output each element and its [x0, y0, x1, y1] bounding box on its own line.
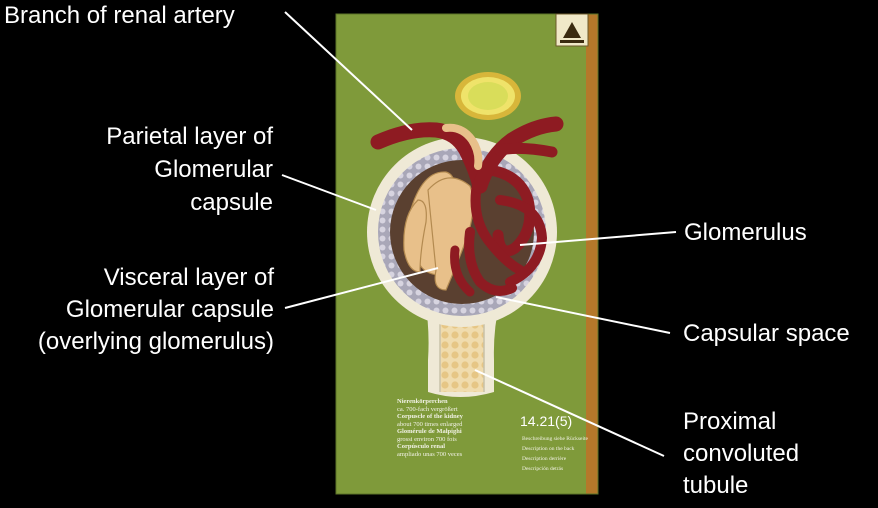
leader-lines — [281, 11, 677, 457]
model-code: 14.21(5) — [520, 413, 573, 429]
plaque-de-sub: ca. 700-fach vergrößert — [397, 405, 458, 413]
label-glomerulus: Glomerulus — [684, 219, 807, 246]
leader-capsular-space — [495, 296, 671, 334]
plaque-fr-title: Glomérule de Malpighi — [397, 428, 462, 435]
plaque-note-2: Description on the back — [522, 446, 575, 452]
plaque-note-1: Beschreibung siehe Rückseite — [522, 436, 588, 442]
label-parietal-line3: capsule — [190, 189, 273, 216]
leader-parietal-layer — [281, 174, 377, 211]
plaque-en-sub: about 700 times enlarged — [397, 420, 463, 428]
label-proximal-line3: tubule — [683, 472, 749, 499]
board-edge — [586, 14, 598, 494]
leader-branch-renal-artery — [284, 11, 413, 131]
label-branch-renal-artery: Branch of renal artery — [4, 2, 235, 29]
plaque-de-title: Nierenkörperchen — [397, 398, 448, 405]
label-capsular-space: Capsular space — [683, 320, 850, 347]
plaque-note-4: Descripción detrás — [522, 466, 564, 472]
plaque-en-title: Corpuscle of the kidney — [397, 413, 463, 420]
vessel-cross-section — [455, 72, 521, 120]
label-proximal-tubule: Proximal convoluted tubule — [683, 408, 799, 500]
plaque-note-3: Description derrière — [522, 456, 567, 462]
label-parietal-line1: Parietal layer of — [106, 123, 273, 150]
label-proximal-line1: Proximal — [683, 408, 777, 435]
label-visceral-line2: Glomerular capsule — [65, 296, 274, 323]
manufacturer-logo — [555, 13, 589, 47]
label-visceral-line1: Visceral layer of — [103, 264, 274, 291]
leader-proximal-tubule — [474, 369, 665, 457]
renal-artery-branch — [370, 116, 564, 194]
visceral-loops — [403, 171, 474, 291]
label-proximal-line2: convoluted — [683, 440, 800, 467]
label-visceral-layer: Visceral layer of Glomerular capsule (ov… — [38, 264, 274, 356]
plaque-es-sub: ampliado unas 700 veces — [397, 450, 463, 458]
plaque-fr-sub: grossi environ 700 fois — [397, 435, 457, 443]
capillary-loops — [450, 164, 548, 297]
label-parietal-layer: Parietal layer of Glomerular capsule — [106, 123, 273, 217]
plaque-text: Nierenkörperchen ca. 700-fach vergrößert… — [397, 398, 507, 458]
leader-glomerulus — [519, 231, 677, 246]
label-parietal-line2: Glomerular — [154, 156, 273, 183]
label-visceral-line3: (overlying glomerulus) — [37, 328, 274, 355]
leader-visceral-layer — [284, 267, 439, 309]
board-shadow — [335, 13, 599, 495]
plaque-es-title: Corpúsculo renal — [397, 443, 446, 450]
